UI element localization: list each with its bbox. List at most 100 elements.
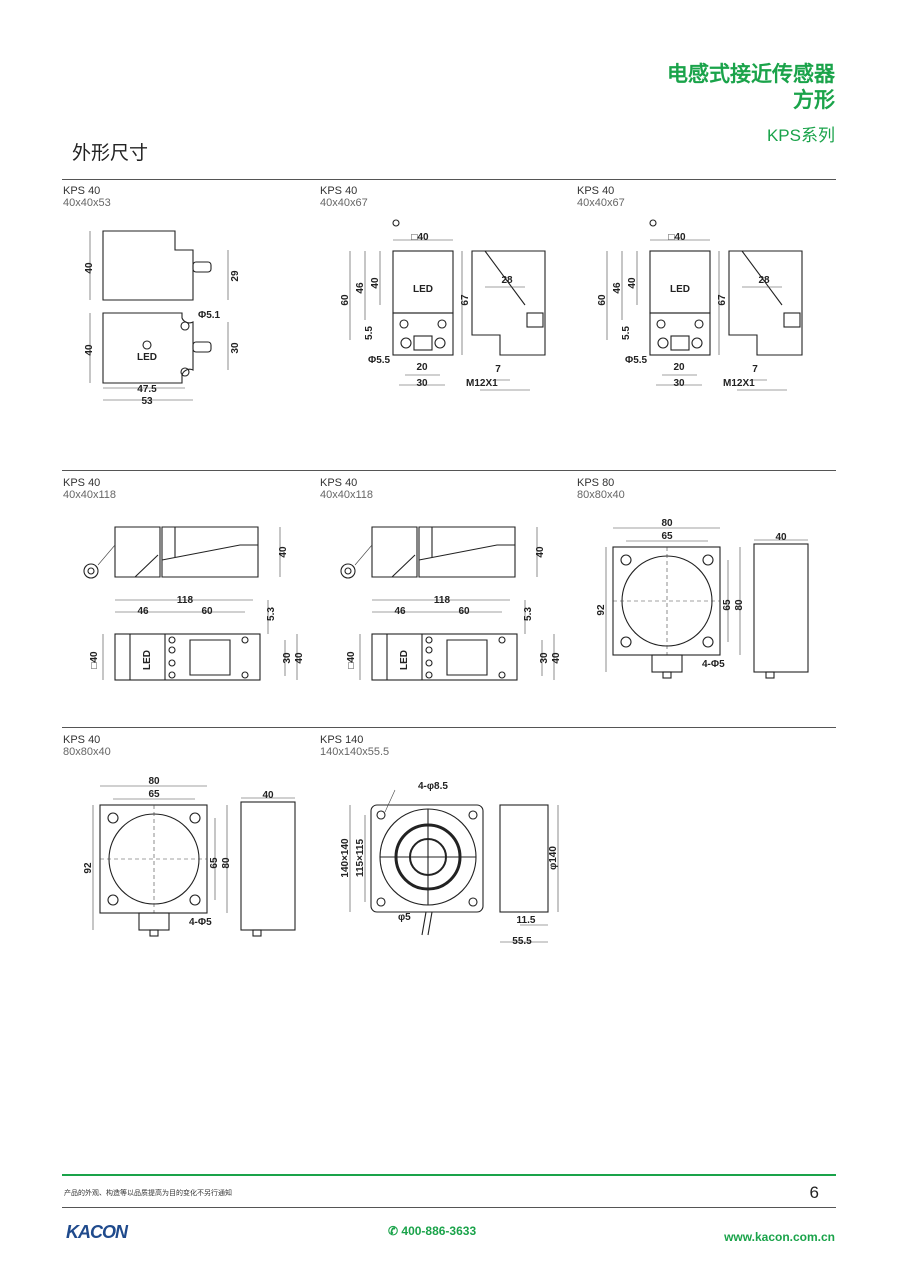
svg-text:46: 46 — [612, 282, 623, 294]
phone-text: 400-886-3633 — [401, 1224, 477, 1238]
svg-text:LED: LED — [413, 284, 433, 295]
svg-text:5.5: 5.5 — [364, 326, 375, 340]
svg-text:30: 30 — [282, 652, 293, 664]
svg-text:30: 30 — [416, 378, 428, 389]
svg-text:92: 92 — [596, 604, 607, 616]
drawing-kps80-b: 80 65 92 65 80 4-Φ5 40 — [83, 776, 296, 937]
svg-text:40: 40 — [535, 546, 546, 558]
drawing-kps80: 80 65 92 65 80 4-Φ5 40 — [596, 518, 809, 679]
svg-text:60: 60 — [597, 294, 608, 306]
svg-text:40: 40 — [627, 277, 638, 289]
svg-text:7: 7 — [752, 364, 758, 375]
svg-text:□40: □40 — [346, 651, 357, 669]
svg-text:60: 60 — [340, 294, 351, 306]
svg-text:65: 65 — [148, 789, 160, 800]
phone-icon: ✆ — [388, 1224, 402, 1238]
svg-text:60: 60 — [458, 606, 470, 617]
svg-text:φ5: φ5 — [398, 912, 411, 923]
drawing-kps40-67: □40 60 46 40 LED 5.5 Φ5.5 20 30 67 28 7 … — [340, 219, 546, 391]
svg-text:60: 60 — [201, 606, 213, 617]
drawing-kps40-67-b: □40 60 46 40 LED 5.5 Φ5.5 20 30 67 28 7 … — [597, 219, 803, 391]
svg-text:30: 30 — [673, 378, 685, 389]
page-subtitle: 方形 — [793, 89, 835, 112]
svg-text:20: 20 — [673, 362, 685, 373]
svg-text:20: 20 — [416, 362, 428, 373]
svg-text:LED: LED — [142, 650, 153, 670]
svg-text:46: 46 — [137, 606, 149, 617]
svg-text:28: 28 — [758, 275, 770, 286]
svg-text:46: 46 — [355, 282, 366, 294]
svg-text:φ140: φ140 — [548, 846, 559, 870]
svg-text:115×115: 115×115 — [355, 839, 366, 878]
svg-text:118: 118 — [177, 595, 194, 606]
svg-text:40: 40 — [278, 546, 289, 558]
svg-text:65: 65 — [209, 857, 220, 869]
svg-text:□40: □40 — [411, 232, 429, 243]
svg-text:55.5: 55.5 — [512, 936, 532, 947]
svg-text:4-Φ5: 4-Φ5 — [189, 917, 212, 928]
svg-text:7: 7 — [495, 364, 501, 375]
svg-text:M12X1: M12X1 — [723, 378, 755, 389]
svg-text:65: 65 — [661, 531, 673, 542]
svg-text:140×140: 140×140 — [340, 838, 351, 878]
svg-text:Φ5.5: Φ5.5 — [368, 355, 391, 366]
svg-text:40: 40 — [84, 262, 95, 274]
svg-text:53: 53 — [141, 396, 153, 407]
svg-text:80: 80 — [148, 776, 160, 787]
svg-text:80: 80 — [661, 518, 673, 529]
drawing-kps40-118: 40 118 46 60 5.3 □40 LED 30 40 — [83, 526, 305, 681]
svg-text:□40: □40 — [668, 232, 686, 243]
footer-disclaimer: 产品的外观、构造等以品质提高为目的变化不另行通知 — [64, 1190, 232, 1197]
svg-text:40: 40 — [551, 652, 562, 664]
svg-text:118: 118 — [434, 595, 451, 606]
page-title: 电感式接近传感器 — [667, 63, 835, 86]
svg-text:□40: □40 — [89, 651, 100, 669]
svg-text:LED: LED — [670, 284, 690, 295]
svg-text:30: 30 — [539, 652, 550, 664]
footer-divider — [62, 1174, 836, 1176]
svg-text:LED: LED — [399, 650, 410, 670]
svg-text:67: 67 — [717, 294, 728, 306]
drawing-kps140: 4-φ8.5 140×140 115×115 φ5 φ140 11.5 55.5 — [340, 781, 559, 947]
series-label: KPS系列 — [766, 126, 835, 145]
svg-text:40: 40 — [84, 344, 95, 356]
svg-text:65: 65 — [722, 599, 733, 611]
svg-text:4-Φ5: 4-Φ5 — [702, 659, 725, 670]
phone-number: ✆ 400-886-3633 — [388, 1224, 476, 1238]
svg-text:29: 29 — [230, 270, 241, 282]
svg-text:40: 40 — [370, 277, 381, 289]
drawing-kps40-53: 40 29 40 Φ5.1 30 LED 47.5 53 — [84, 230, 241, 407]
svg-text:4-φ8.5: 4-φ8.5 — [418, 781, 448, 792]
svg-text:11.5: 11.5 — [517, 915, 536, 926]
section-title: 外形尺寸 — [72, 143, 149, 164]
svg-text:30: 30 — [230, 342, 241, 354]
svg-text:40: 40 — [775, 532, 787, 543]
svg-text:LED: LED — [137, 352, 157, 363]
kacon-logo: KACON — [66, 1222, 128, 1242]
page-number: 6 — [809, 1183, 819, 1202]
svg-text:47.5: 47.5 — [137, 384, 157, 395]
svg-text:40: 40 — [262, 790, 274, 801]
svg-text:92: 92 — [83, 862, 94, 874]
svg-text:40: 40 — [294, 652, 305, 664]
website-link[interactable]: www.kacon.com.cn — [724, 1230, 835, 1244]
footer-divider — [62, 1207, 836, 1208]
svg-text:28: 28 — [501, 275, 513, 286]
divider — [62, 727, 836, 728]
svg-text:Φ5.5: Φ5.5 — [625, 355, 648, 366]
svg-text:80: 80 — [221, 857, 232, 869]
svg-text:80: 80 — [734, 599, 745, 611]
svg-text:5.3: 5.3 — [266, 607, 277, 621]
svg-text:67: 67 — [460, 294, 471, 306]
drawing-kps40-118-b: 40 118 46 60 5.3 □40 LED 30 40 — [340, 526, 562, 681]
divider — [62, 179, 836, 180]
